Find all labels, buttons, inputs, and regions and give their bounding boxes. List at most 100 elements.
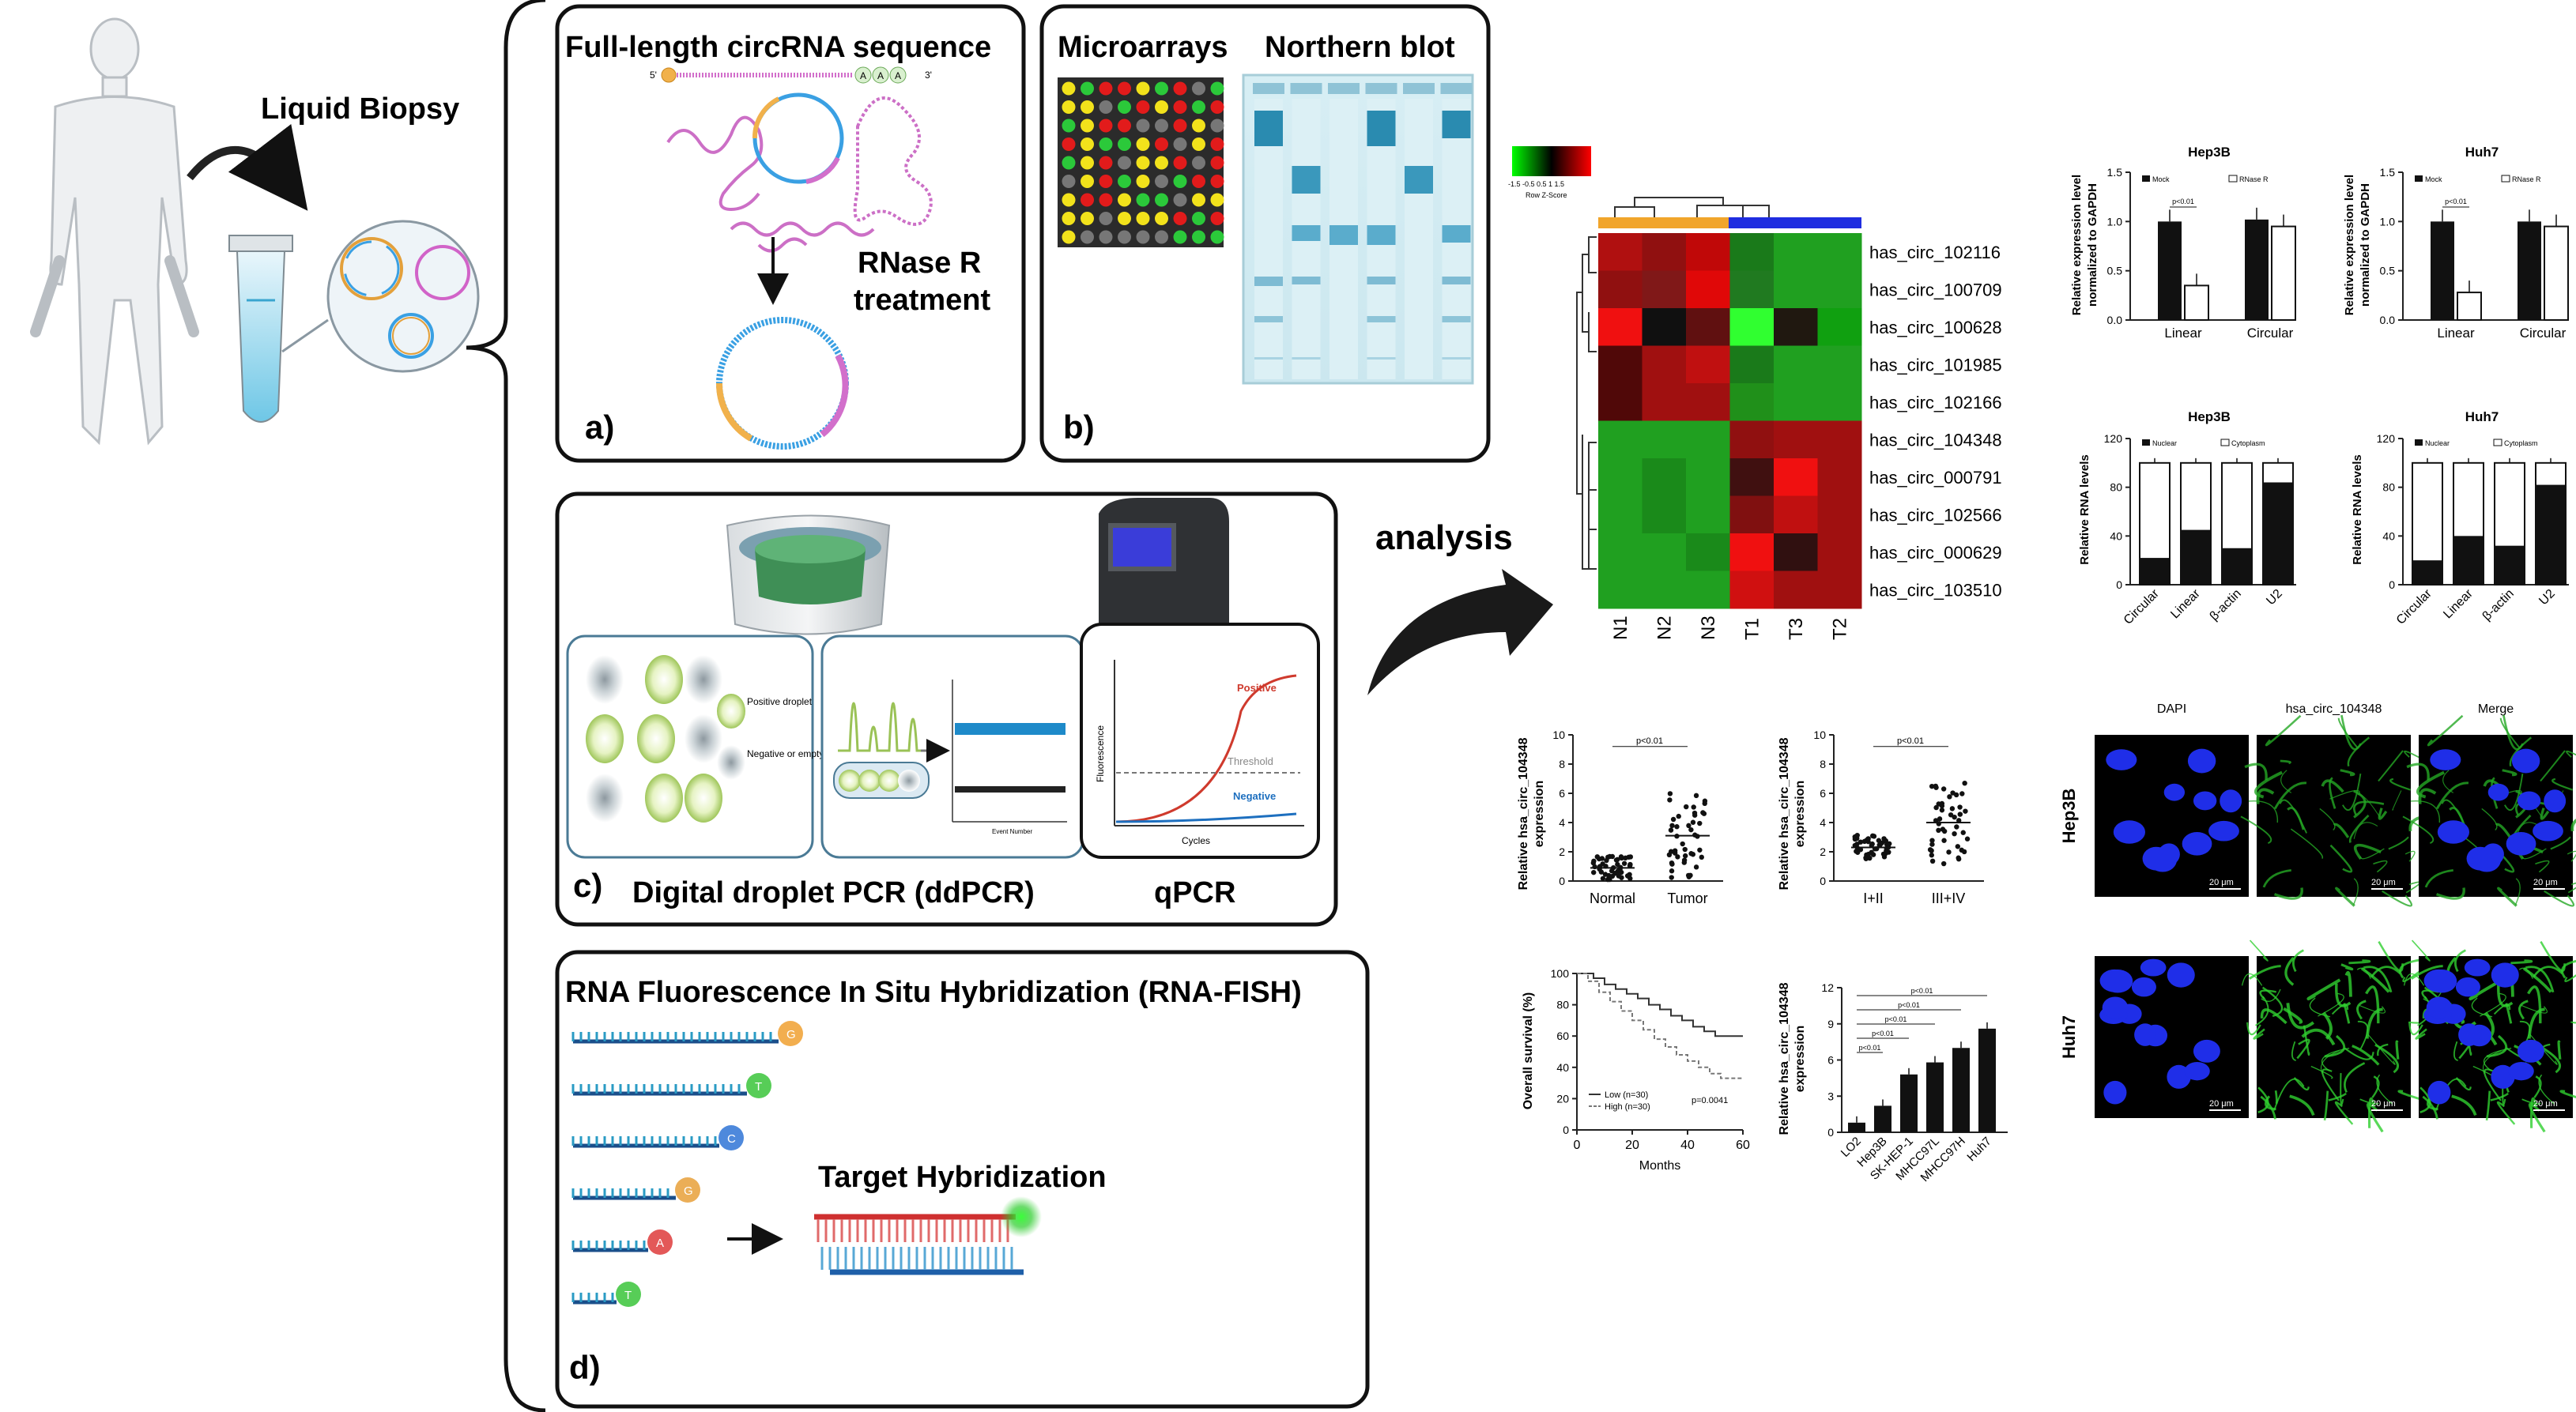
scatter-point bbox=[1962, 781, 1967, 785]
heatmap-cell bbox=[1643, 308, 1687, 346]
heatmap-cell bbox=[1686, 271, 1730, 309]
microarray-spot bbox=[1062, 194, 1076, 207]
heatmap-cell bbox=[1818, 233, 1862, 271]
scatter-point bbox=[1694, 864, 1699, 869]
scale-bar-label: 20 μm bbox=[2533, 878, 2558, 887]
scatter-point bbox=[1947, 794, 1952, 799]
nucleus bbox=[2208, 821, 2239, 842]
y-tick-label: 9 bbox=[1827, 1018, 1834, 1030]
scatter-point bbox=[1601, 876, 1605, 881]
scatter-point bbox=[1963, 808, 1967, 813]
panel-b-label: b) bbox=[1063, 409, 1095, 446]
microarray-spot bbox=[1211, 82, 1224, 96]
y-axis-label: Overall survival (%) bbox=[1522, 992, 1535, 1110]
y-tick-label: 6 bbox=[1559, 787, 1565, 800]
scatter-point bbox=[1882, 854, 1887, 859]
microarray-spot bbox=[1081, 231, 1094, 244]
blot-band bbox=[1367, 277, 1396, 284]
y-tick-label: 8 bbox=[1559, 758, 1565, 770]
microarray-spot bbox=[1099, 231, 1113, 244]
blot-band bbox=[1329, 225, 1358, 245]
scatter-point bbox=[1930, 859, 1935, 864]
microarray-spot bbox=[1211, 156, 1224, 170]
scatter-point bbox=[1669, 823, 1674, 828]
microarray-spot bbox=[1118, 194, 1131, 207]
y-tick-label: 4 bbox=[1820, 816, 1826, 829]
y-tick-label: 40 bbox=[2382, 529, 2395, 542]
heatmap-cell bbox=[1818, 271, 1862, 309]
y-tick-label: 0 bbox=[1563, 1124, 1569, 1136]
panel-d-title: RNA Fluorescence In Situ Hybridization (… bbox=[565, 976, 1302, 1009]
scatter-point bbox=[1591, 870, 1596, 875]
scatter-point bbox=[1623, 856, 1627, 860]
microarray-spot bbox=[1155, 82, 1168, 96]
bar bbox=[1952, 1048, 1970, 1132]
microarray-spot bbox=[1192, 175, 1205, 188]
scatter-tissue-chart: 0246810Relative hsa_circ_104348expressio… bbox=[1517, 729, 1723, 906]
nucleus bbox=[2438, 820, 2469, 844]
legend-mock-label: Mock bbox=[2425, 175, 2442, 183]
blot-band bbox=[1367, 357, 1396, 360]
scatter-stage-chart: 0246810Relative hsa_circ_104348expressio… bbox=[1778, 729, 1984, 906]
heatmap-row-label: has_circ_000791 bbox=[1869, 468, 2002, 488]
fish-col-label: DAPI bbox=[2157, 702, 2186, 716]
scatter-point bbox=[1688, 827, 1693, 832]
qpcr-x-label: Cycles bbox=[1182, 835, 1210, 846]
y-axis-label-2: expression bbox=[1793, 781, 1807, 847]
nucleus bbox=[2491, 962, 2519, 987]
polya-a2: A bbox=[877, 70, 884, 81]
microarray-spot bbox=[1081, 194, 1094, 207]
seq-5prime: 5' bbox=[650, 70, 657, 81]
microarray-spot bbox=[1099, 156, 1113, 170]
qpcr-y-label: Fluorescence bbox=[1095, 725, 1106, 782]
scatter-point bbox=[1871, 852, 1876, 857]
scatter-point bbox=[1959, 848, 1964, 853]
legend-low-label: Low (n=30) bbox=[1605, 1090, 1648, 1100]
legend-high-label: High (n=30) bbox=[1605, 1102, 1650, 1112]
microarray-spot bbox=[1192, 100, 1205, 114]
scatter-point bbox=[1961, 830, 1966, 835]
microarray-spot bbox=[1211, 194, 1224, 207]
panel-d: RNA Fluorescence In Situ Hybridization (… bbox=[557, 952, 1367, 1406]
microarray-spot bbox=[1099, 82, 1113, 96]
nucleus bbox=[2193, 791, 2216, 810]
positive-droplet bbox=[637, 714, 675, 763]
scatter-point bbox=[1688, 873, 1692, 878]
microarray-spot bbox=[1192, 82, 1205, 96]
bar-nuclear bbox=[2263, 483, 2293, 586]
microarray-spot bbox=[1174, 82, 1187, 96]
microarray-spot bbox=[1081, 119, 1094, 133]
chart-title: Hep3B bbox=[2188, 145, 2231, 160]
blot-band bbox=[1292, 225, 1321, 241]
legend-swatch-cytoplasm bbox=[2494, 439, 2502, 446]
blot-band bbox=[1443, 277, 1471, 284]
heatmap-col-label: N3 bbox=[1698, 616, 1719, 640]
bar-nuclear bbox=[2222, 548, 2252, 585]
heatmap-row-label: has_circ_000629 bbox=[1869, 543, 2002, 563]
heatmap-row-label: has_circ_100709 bbox=[1869, 280, 2002, 299]
microarray-spot bbox=[1211, 137, 1224, 151]
p-value-label: p<0.01 bbox=[1911, 987, 1933, 995]
heatmap-cell bbox=[1818, 496, 1862, 534]
scatter-point bbox=[1956, 856, 1960, 860]
northern-blot bbox=[1243, 75, 1473, 383]
legend-swatch-cytoplasm bbox=[2221, 439, 2229, 446]
scatter-point bbox=[1627, 862, 1632, 867]
microarray-spot bbox=[1211, 100, 1224, 114]
microarray-spot bbox=[1155, 137, 1168, 151]
scatter-point bbox=[1669, 868, 1674, 873]
legend-cytoplasm-label: Cytoplasm bbox=[2231, 439, 2265, 447]
nucleus bbox=[2106, 749, 2137, 770]
microarray-spot bbox=[1081, 212, 1094, 225]
heatmap-cell bbox=[1598, 271, 1643, 309]
bar-rnase bbox=[2185, 285, 2208, 320]
bar-nuclear bbox=[2495, 546, 2525, 585]
chart-title: Hep3B bbox=[2188, 409, 2231, 424]
x-category-label: Circular bbox=[2122, 586, 2162, 627]
negative-droplet-key bbox=[717, 745, 745, 780]
nucleus bbox=[2132, 977, 2156, 997]
microarray-spot bbox=[1099, 194, 1113, 207]
y-tick-label: 0.5 bbox=[2107, 265, 2123, 277]
heatmap: -1.5 -0.5 0.5 1 1.5 Row Z-Score has_circ… bbox=[1508, 146, 2002, 640]
